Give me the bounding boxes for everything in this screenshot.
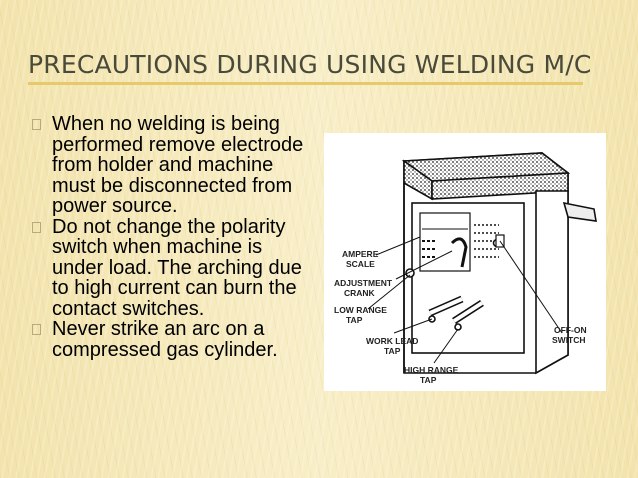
slide-title: PRECAUTIONS DURING USING WELDING M/C — [28, 50, 592, 79]
label-high-range-tap-2: TAP — [420, 375, 437, 385]
label-ampere-scale-2: SCALE — [346, 259, 375, 269]
welding-machine-drawing: AMPERE SCALE ADJUSTMENT CRANK LOW RANGE … — [334, 152, 597, 385]
bullet-text: When no welding is being performed remov… — [52, 113, 304, 217]
label-low-range-tap-2: TAP — [346, 315, 363, 325]
label-off-on-switch: OFF-ON — [554, 325, 587, 335]
label-off-on-switch-2: SWITCH — [552, 335, 586, 345]
bullet-list: When no welding is being performed remov… — [32, 114, 307, 360]
label-high-range-tap: HIGH RANGE — [404, 365, 459, 375]
machine-cabinet — [401, 152, 597, 375]
callout-lines — [367, 236, 563, 364]
bullet-marker-icon — [32, 119, 41, 130]
bullet-item: When no welding is being performed remov… — [32, 114, 307, 217]
label-adjustment-crank-2: CRANK — [344, 288, 376, 298]
label-low-range-tap: LOW RANGE — [334, 305, 387, 315]
bullet-text: Do not change the polarity switch when m… — [52, 215, 302, 320]
bullet-item: Do not change the polarity switch when m… — [32, 215, 307, 320]
bullet-text: Never strike an arc on a compressed gas … — [52, 318, 278, 361]
bullet-marker-icon — [32, 324, 41, 335]
label-work-lead-tap-2: TAP — [384, 346, 401, 356]
title-underline — [28, 82, 583, 85]
bullet-item: Never strike an arc on a compressed gas … — [32, 319, 307, 360]
label-ampere-scale: AMPERE — [342, 249, 379, 259]
bullet-marker-icon — [32, 221, 41, 233]
label-work-lead-tap: WORK LEAD — [366, 336, 418, 346]
figure-labels: AMPERE SCALE ADJUSTMENT CRANK LOW RANGE … — [334, 249, 587, 385]
label-adjustment-crank: ADJUSTMENT — [334, 278, 393, 288]
welding-machine-figure: AMPERE SCALE ADJUSTMENT CRANK LOW RANGE … — [324, 133, 606, 391]
